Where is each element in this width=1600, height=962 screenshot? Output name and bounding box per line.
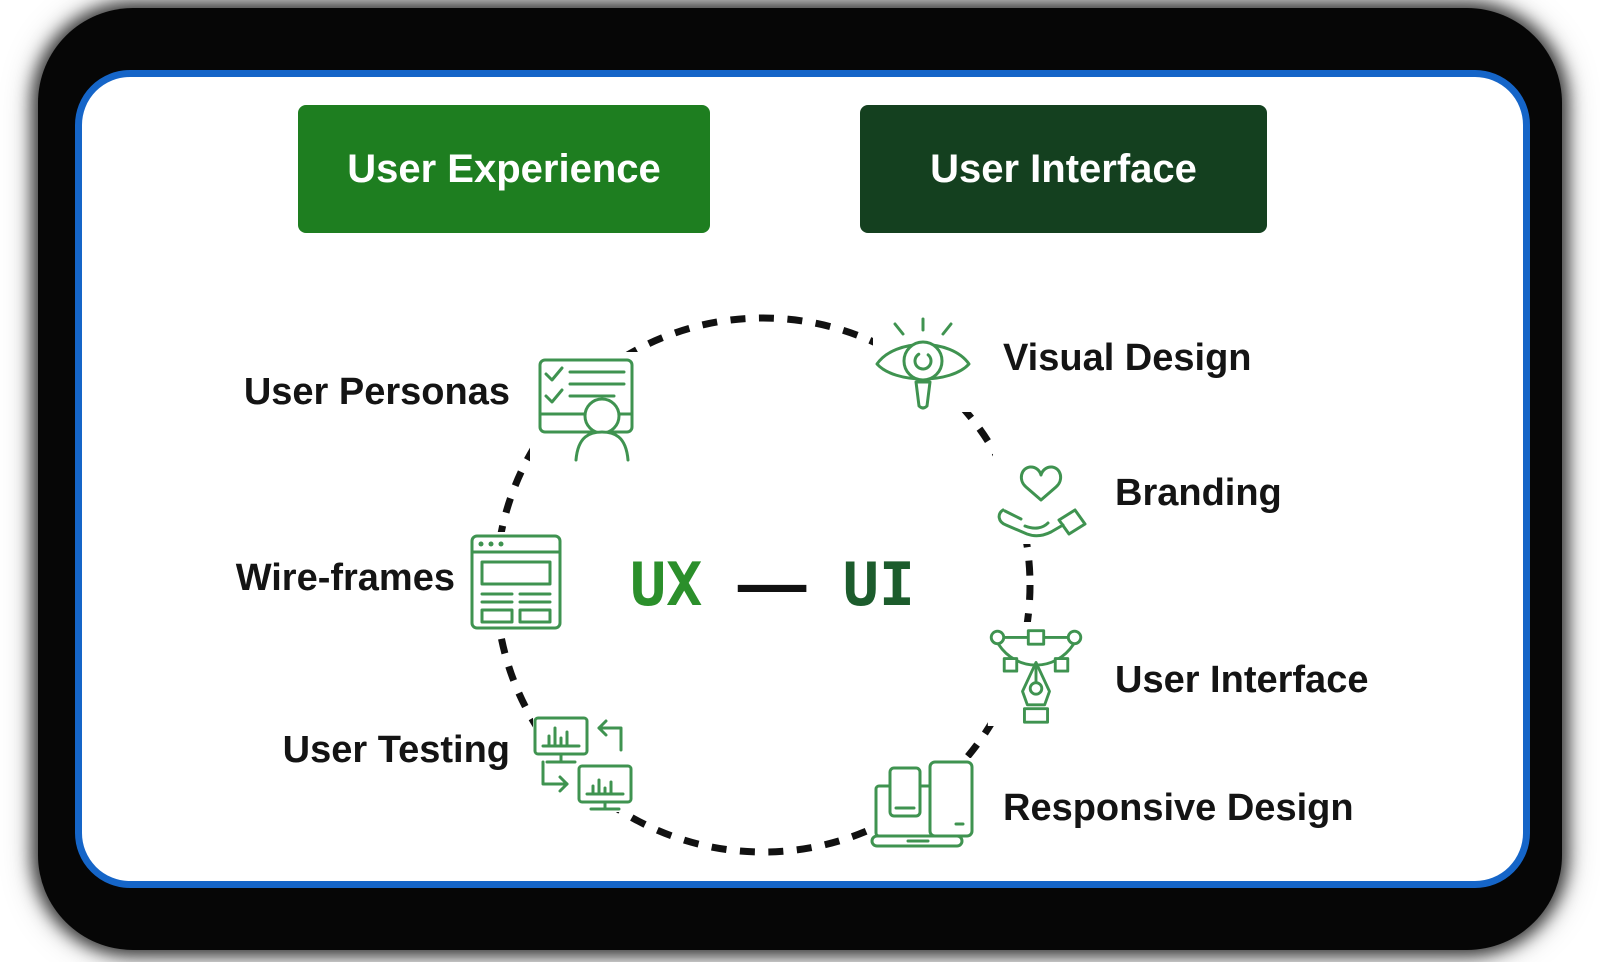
- wire-frames-label: Wire-frames: [235, 557, 455, 599]
- user-experience-button[interactable]: User Experience: [298, 105, 710, 233]
- ab-testing-monitors-icon: [533, 712, 633, 812]
- center-acronyms: UX — UI: [630, 548, 915, 622]
- visual-design-label: Visual Design: [1003, 337, 1252, 379]
- branding-label: Branding: [1115, 472, 1282, 514]
- persona-checklist-icon: [530, 352, 642, 464]
- responsive-devices-icon: [870, 758, 974, 850]
- hand-heart-icon: [993, 448, 1089, 544]
- wireframe-browser-icon: [468, 532, 564, 632]
- ui-acronym: UI: [842, 550, 915, 620]
- eye-icon: [873, 316, 973, 412]
- user-interface-label: User Interface: [1115, 659, 1369, 701]
- user-testing-label: User Testing: [282, 729, 510, 771]
- user-personas-label: User Personas: [243, 371, 510, 413]
- ux-ui-separator-dash: —: [738, 550, 807, 620]
- user-interface-button[interactable]: User Interface: [860, 105, 1267, 233]
- responsive-design-label: Responsive Design: [1003, 787, 1354, 829]
- pen-tool-icon: [986, 622, 1086, 726]
- ux-acronym: UX: [630, 550, 703, 620]
